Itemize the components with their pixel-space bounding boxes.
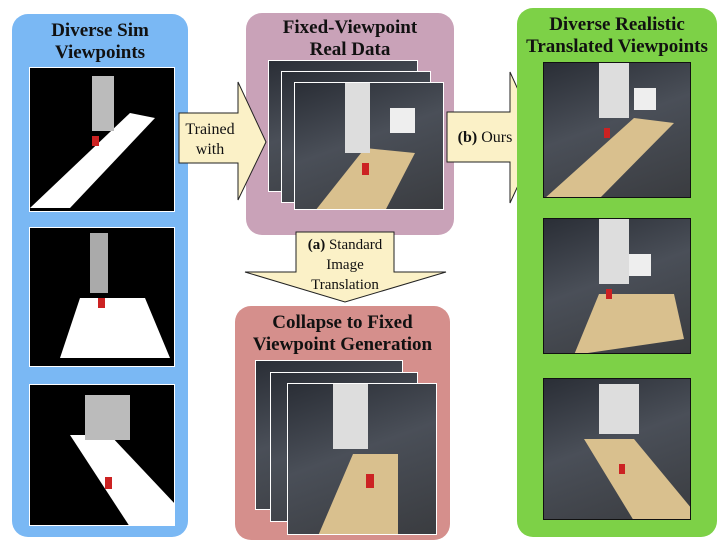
title-line: Translated Viewpoints (526, 36, 708, 57)
title-line: Real Data (309, 39, 391, 60)
title-line: Viewpoint Generation (252, 334, 433, 355)
label-line: with (195, 141, 225, 158)
title-line: Diverse Realistic (549, 14, 685, 35)
sim-image-3 (29, 384, 175, 526)
title-line: Diverse Sim (51, 20, 149, 41)
ours-label: (b) Ours (449, 128, 521, 148)
translated-image-3 (543, 378, 691, 520)
title-line: Collapse to Fixed (272, 312, 413, 333)
label-prefix: (a) (307, 237, 326, 253)
label-text: Ours (477, 129, 513, 146)
translated-image-1 (543, 62, 691, 198)
real-image-front (294, 82, 444, 210)
label-line: Translation (311, 277, 379, 293)
title-line: Fixed-Viewpoint (282, 17, 418, 38)
translated-image-2 (543, 218, 691, 354)
label-line: Image (326, 257, 364, 273)
sim-image-1 (29, 67, 175, 212)
label-line: Trained (185, 121, 235, 138)
title-line: Viewpoints (54, 42, 146, 63)
collapse-image-front (287, 383, 437, 535)
trained-with-label: Trained with (182, 120, 238, 160)
sim-image-2 (29, 227, 175, 367)
label-prefix: (b) (457, 129, 478, 146)
label-text: Standard (325, 237, 383, 253)
